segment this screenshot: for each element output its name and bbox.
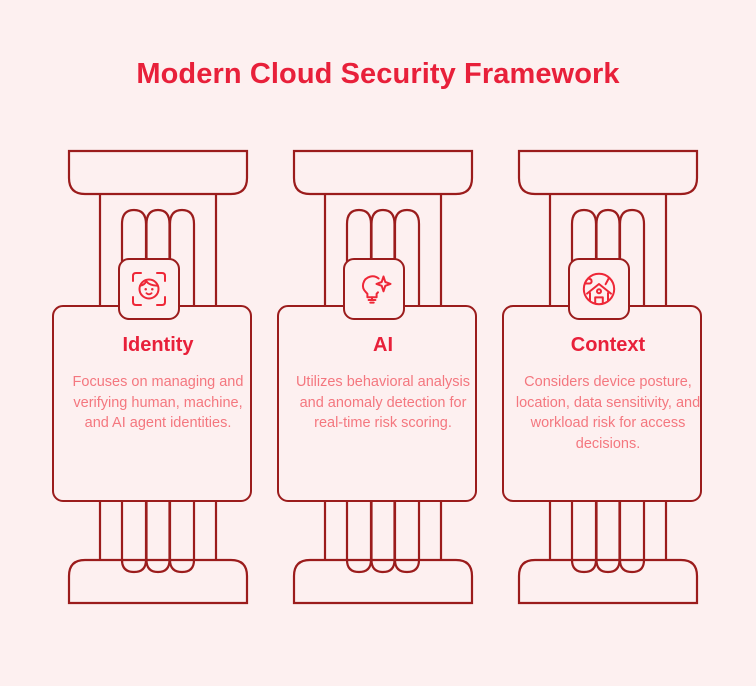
column-flute-1-bottom [120, 559, 148, 574]
column-flute-3 [168, 208, 196, 560]
column-flute-3-bottom [168, 559, 196, 574]
face-eye-right [151, 288, 154, 291]
card-title-identity: Identity [122, 334, 194, 356]
column-flute-2-bottom [595, 559, 621, 574]
lightbulb-sparkle-icon [361, 275, 392, 304]
column-base [67, 558, 249, 605]
card-title-ai: AI [373, 334, 393, 356]
face-smile [145, 292, 153, 296]
face-outline [138, 278, 160, 300]
column-flute-2-bottom [370, 559, 396, 574]
house-window [596, 288, 602, 295]
column-flute-1-bottom [570, 559, 598, 574]
column-flute-2-bottom [145, 559, 171, 574]
face-hair [139, 279, 159, 287]
page-title: Modern Cloud Security Framework [136, 58, 620, 90]
card-description-ai: Utilizes behavioral analysis and anomaly… [295, 374, 471, 431]
column-flute-3-bottom [618, 559, 646, 574]
card-title-context: Context [570, 334, 646, 356]
column-flute-3-bottom [393, 559, 421, 574]
scan-corner-bl [132, 296, 142, 306]
sun-ray [604, 277, 610, 286]
card-description-identity: Focuses on managing and verifying human,… [72, 374, 244, 431]
circle-frame [582, 272, 616, 306]
pillar-ai: AI Utilizes behavioral analysis and anom… [268, 148, 498, 606]
content-card-identity [52, 305, 252, 502]
column-flute-2 [370, 208, 396, 560]
icon-container-identity [118, 258, 180, 320]
house-door [594, 296, 604, 305]
scan-corner-br [156, 296, 166, 306]
content-card-ai [277, 305, 477, 502]
icon-container-context [568, 258, 630, 320]
face-eye-left [144, 288, 147, 291]
column-capital [517, 149, 699, 196]
column-flute-1 [570, 208, 598, 560]
column-flute-2 [595, 208, 621, 560]
pillar-identity: Identity Focuses on managing and verifyi… [43, 148, 273, 606]
sparkle-icon [375, 275, 392, 293]
landscape-circle-icon [582, 272, 616, 306]
house-roof [586, 283, 612, 295]
column-flute-1 [120, 208, 148, 560]
scan-corner-tr [156, 272, 166, 282]
column-capital [292, 149, 474, 196]
face-scan-icon [132, 272, 166, 306]
column-flute-3 [618, 208, 646, 560]
column-flute-3 [393, 208, 421, 560]
pillar-context: Context Considers device posture, locati… [493, 148, 723, 606]
column-capital [67, 149, 249, 196]
column-base [517, 558, 699, 605]
card-description-context: Considers device posture, location, data… [515, 374, 701, 452]
icon-container-ai [343, 258, 405, 320]
column-flute-1-bottom [345, 559, 373, 574]
column-flute-2 [145, 208, 171, 560]
scan-corner-tl [132, 272, 142, 282]
column-flute-1 [345, 208, 373, 560]
bulb-outline [361, 275, 380, 299]
column-base [292, 558, 474, 605]
